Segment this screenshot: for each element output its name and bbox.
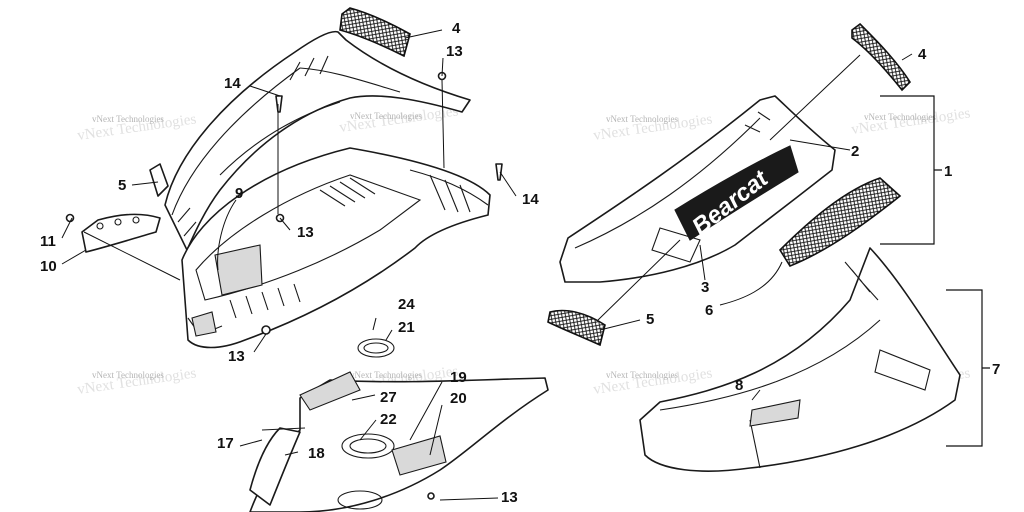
callout-5: 5 xyxy=(646,311,654,328)
callout-17: 17 xyxy=(217,435,234,452)
bolt xyxy=(65,213,75,223)
leader-lines xyxy=(61,29,990,501)
callout-labels: 1 2 3 4 4 5 5 6 7 8 9 10 11 13 13 13 13 … xyxy=(40,20,1000,506)
callout-2: 2 xyxy=(851,143,859,160)
side-vent-mesh xyxy=(778,177,902,267)
callout-27: 27 xyxy=(380,389,397,406)
callout-6: 6 xyxy=(705,302,713,319)
callout-19: 19 xyxy=(450,369,467,386)
callout-13: 13 xyxy=(297,224,314,241)
callout-8: 8 xyxy=(735,377,743,394)
watermark: vNext Technologies xyxy=(92,370,164,380)
side-vent-lower xyxy=(547,309,606,347)
side-panel-lower xyxy=(639,247,961,472)
callout-4: 4 xyxy=(918,46,927,63)
callout-24: 24 xyxy=(398,296,415,313)
callout-14: 14 xyxy=(522,191,539,208)
side-vent xyxy=(149,163,169,197)
belly-pan-assembly xyxy=(249,338,549,512)
screw xyxy=(495,163,503,181)
watermark: vNext Technologies xyxy=(350,111,422,121)
watermark: vNext Technologies xyxy=(350,370,422,380)
callout-11: 11 xyxy=(40,233,56,250)
callout-13: 13 xyxy=(501,489,518,506)
side-panel-assembly-right: Bearcat xyxy=(547,22,961,472)
nut xyxy=(261,325,271,335)
callout-13: 13 xyxy=(228,348,245,365)
callout-9: 9 xyxy=(235,185,243,202)
side-bracket xyxy=(249,427,301,506)
bumper-bracket xyxy=(81,213,161,253)
bolt xyxy=(427,492,435,500)
callout-10: 10 xyxy=(40,258,57,275)
hood-shell xyxy=(164,30,471,251)
vent-ring xyxy=(357,338,395,358)
callout-1: 1 xyxy=(944,163,952,180)
screw xyxy=(275,95,283,113)
callout-4: 4 xyxy=(452,20,461,37)
side-panel-upper xyxy=(559,95,836,283)
callout-7: 7 xyxy=(992,361,1000,378)
callout-5: 5 xyxy=(118,177,126,194)
hood-assembly-left xyxy=(65,7,503,349)
hood-vent-mesh xyxy=(851,22,912,92)
vent-ring xyxy=(341,433,395,459)
belly-pan xyxy=(249,377,549,512)
callout-18: 18 xyxy=(308,445,325,462)
callout-14: 14 xyxy=(224,75,241,92)
watermark: vNext Technologies xyxy=(606,114,678,124)
watermark: vNext Technologies xyxy=(606,370,678,380)
callout-21: 21 xyxy=(398,319,415,336)
callout-13: 13 xyxy=(446,43,463,60)
callout-20: 20 xyxy=(450,390,467,407)
watermark: vNext Technologies xyxy=(864,112,936,122)
watermark: vNext Technologies xyxy=(92,114,164,124)
callout-22: 22 xyxy=(380,411,397,428)
hood-vent-mesh xyxy=(339,7,411,58)
callout-3: 3 xyxy=(701,279,709,296)
brand-decal xyxy=(674,145,799,241)
